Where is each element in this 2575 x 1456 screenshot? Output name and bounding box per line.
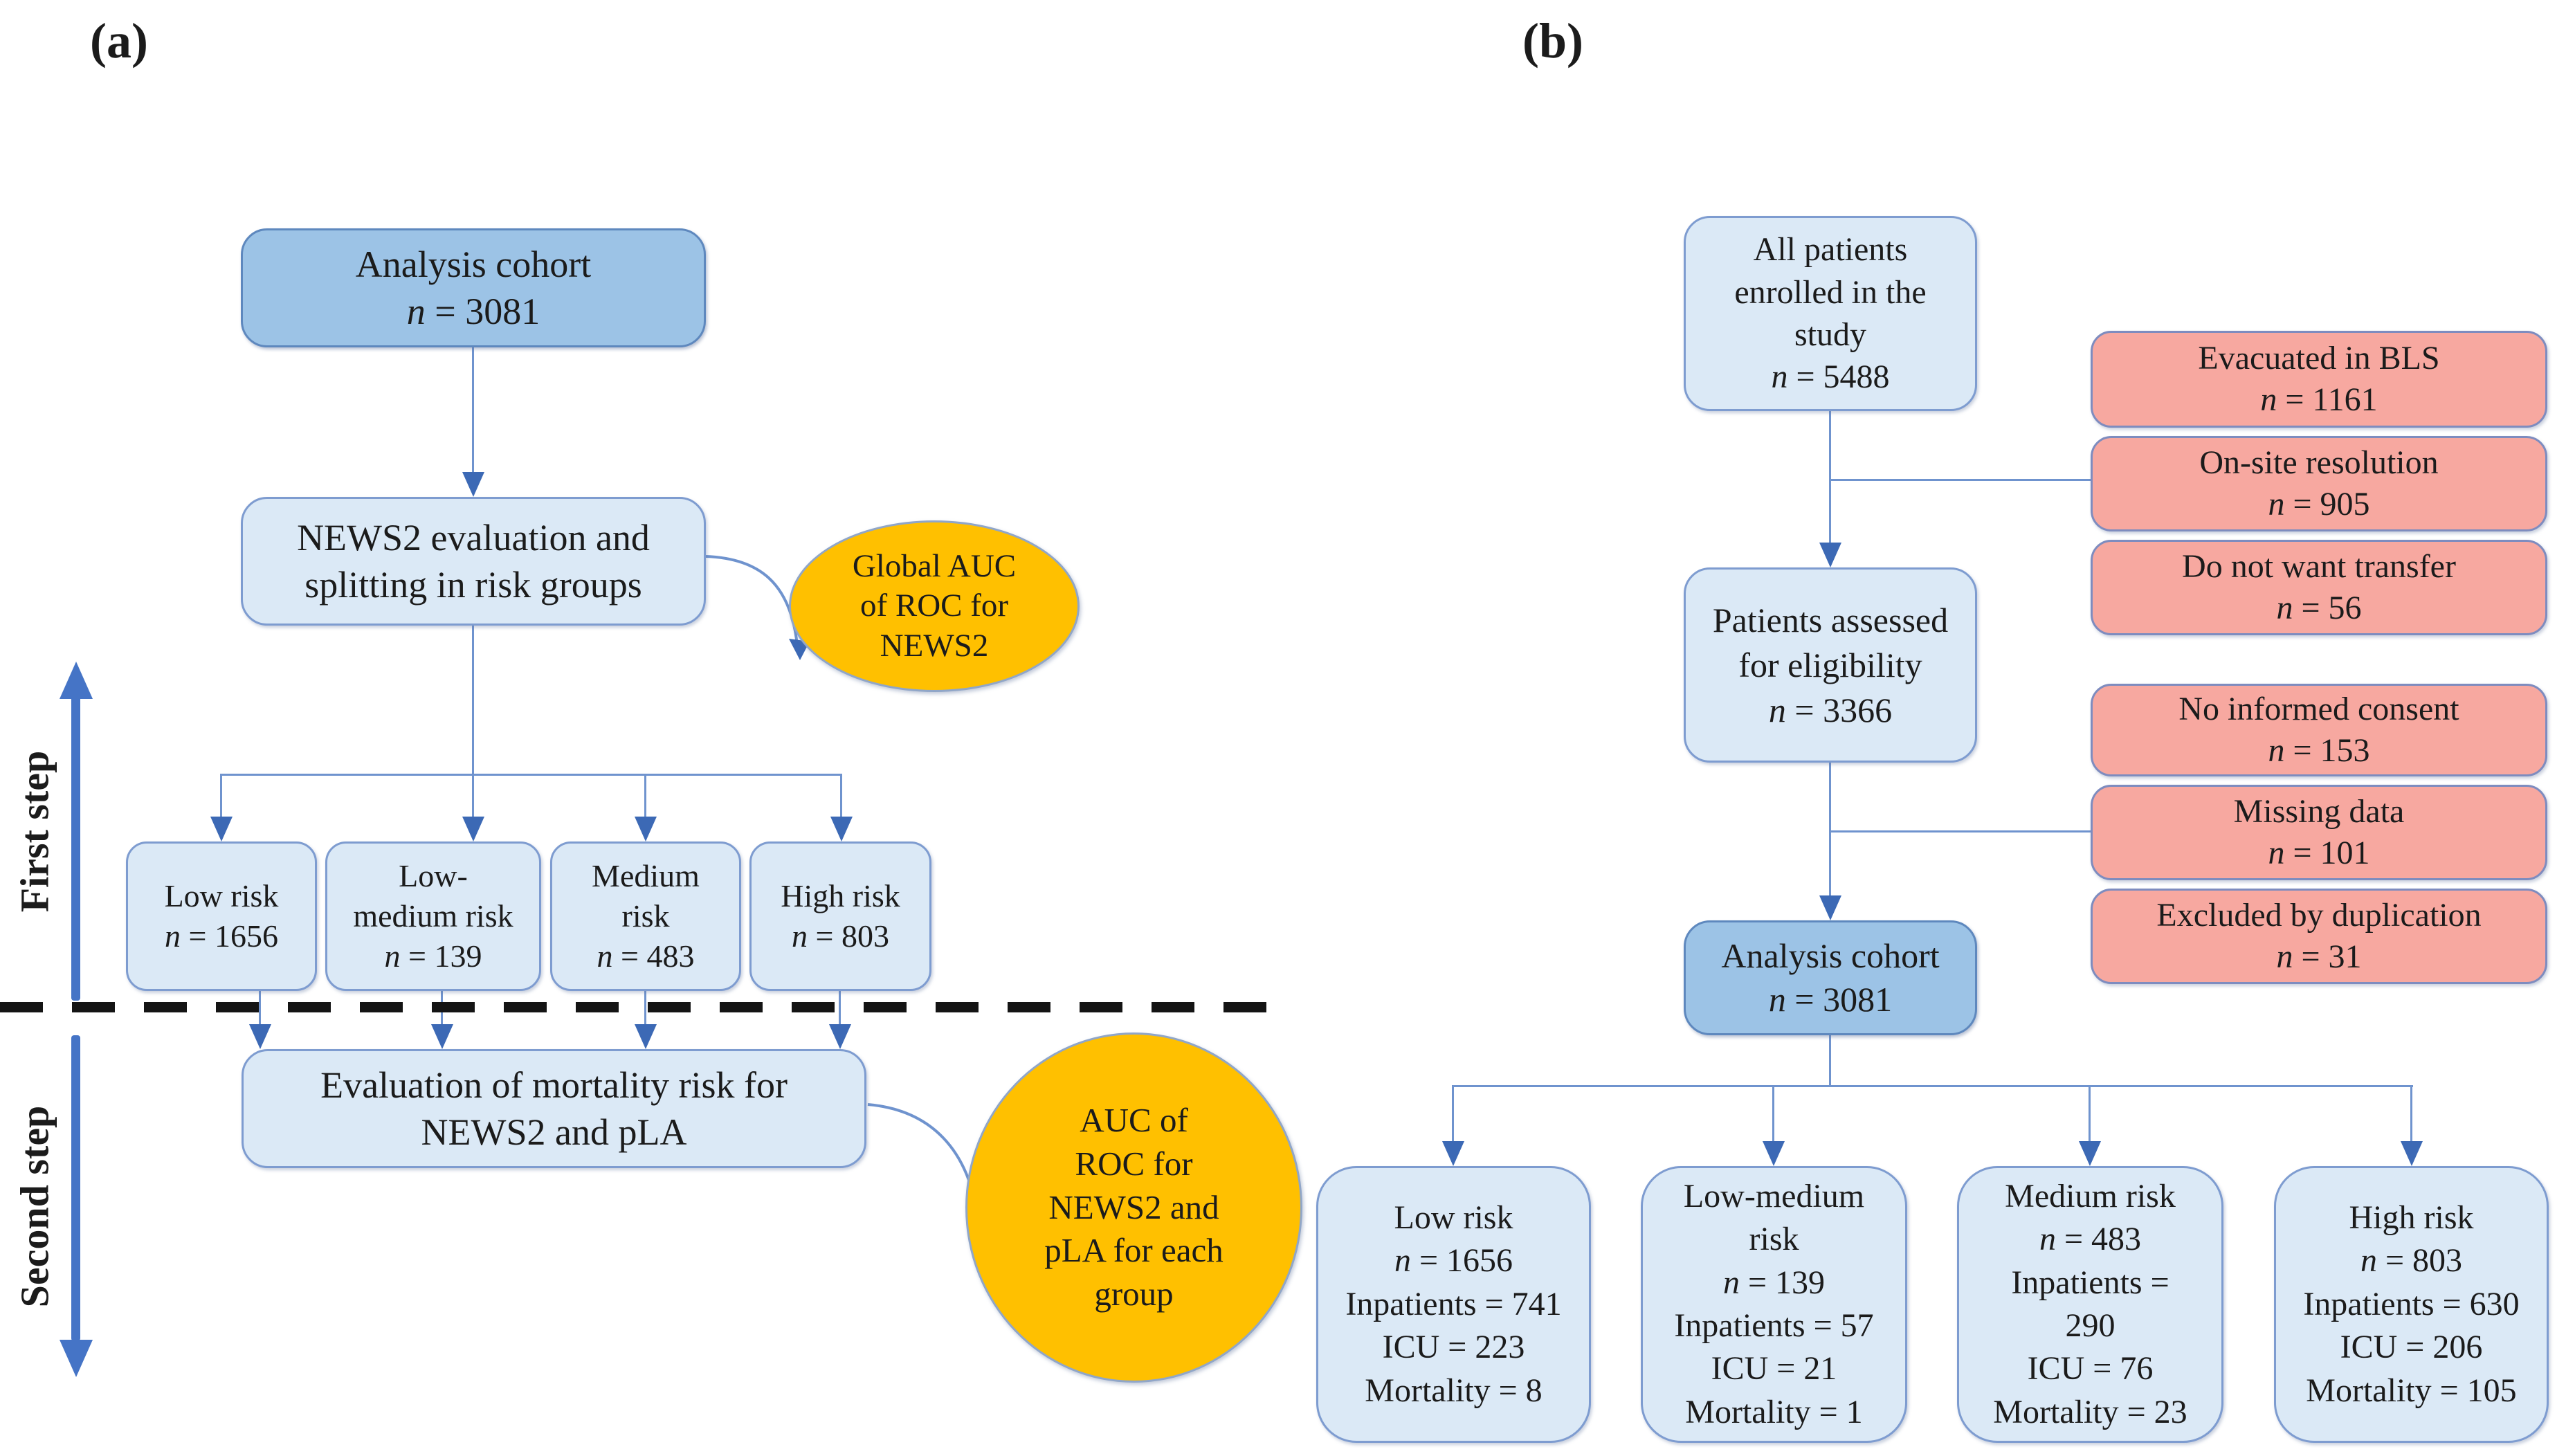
arrowhead-up-icon [60,662,93,699]
first-step-label: First step [12,750,57,913]
arrowhead-down-icon [2401,1141,2423,1166]
flow-drop-high [840,774,842,818]
flow-drop-b-medium [2089,1085,2091,1142]
first-step-arrow [71,696,80,1001]
flow-drop-medium [644,774,646,818]
arrowhead-down-icon [1819,895,1841,920]
panel-b-label: (b) [1522,13,1583,69]
flow-drop-b-low-medium [1772,1085,1774,1142]
arrowhead-down-icon [1763,1141,1785,1166]
second-step-label: Second step [12,1105,57,1308]
flow-branch-exclusions-2 [1830,830,2091,832]
arrowhead-down-icon [2079,1141,2101,1166]
arrowhead-down-icon [829,1024,851,1049]
flow-line-allpatients-trunk [1829,411,1831,544]
flow-drop-b-high [2410,1085,2412,1142]
arrowhead-down-icon [635,1024,657,1049]
arrowhead-down-icon [462,817,484,841]
arrowhead-down-icon [830,817,853,841]
flow-line-news2-trunk [472,626,474,775]
arrowhead-down-icon [431,1024,453,1049]
flow-distributor-line-a [220,774,842,776]
arrowhead-down-icon [1819,543,1841,567]
arrowhead-down-icon [1442,1141,1464,1166]
flow-distributor-line-b [1452,1085,2413,1087]
flow-line-analysis-to-news2 [472,346,474,473]
flow-drop-low [220,774,222,818]
arrowhead-down-icon [249,1024,271,1049]
arrowhead-down-icon [210,817,233,841]
flow-branch-exclusions-1 [1830,479,2091,481]
second-step-arrow [71,1035,80,1341]
flow-drop-b-low [1452,1085,1454,1142]
panel-a-label: (a) [90,13,148,69]
arrowhead-down-icon [635,817,657,841]
arrowhead-down-icon [462,472,484,497]
arrowhead-down-icon [60,1340,93,1377]
step-divider-dashed-line [0,1002,1282,1012]
flow-line-assessed-trunk [1829,763,1831,897]
flow-drop-low-medium [472,774,474,818]
flow-line-cohort-trunk [1829,1035,1831,1086]
